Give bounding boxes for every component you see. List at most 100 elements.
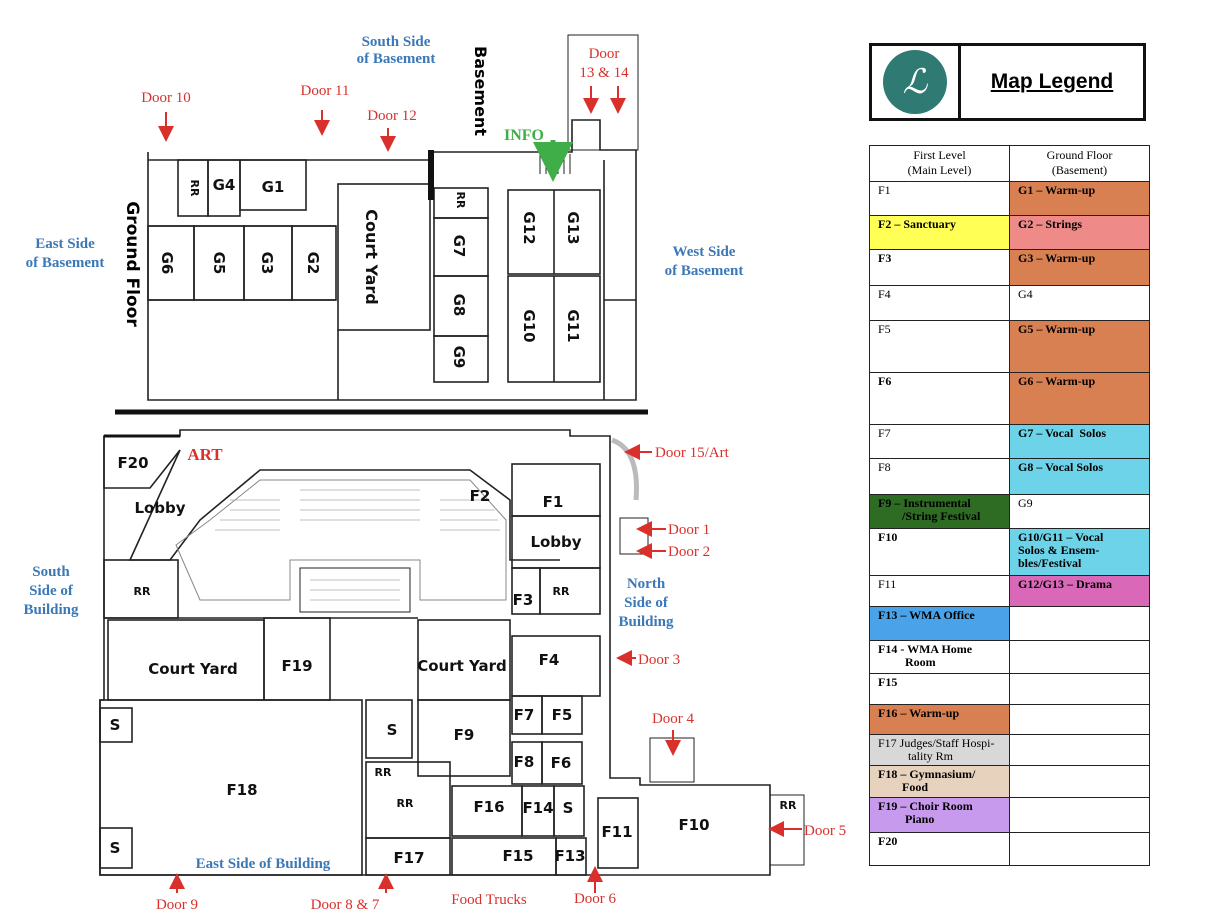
north-building-label-1: North (627, 576, 666, 592)
east-building-label: East Side of Building (196, 856, 331, 872)
legend-col-ground-floor: Ground Floor (Basement) (1009, 145, 1150, 182)
legend-cell-ground (1009, 673, 1150, 705)
door-10-label: Door 10 (141, 90, 191, 106)
door-15-label: Door 15/Art (655, 445, 730, 461)
door-6-label: Door 6 (574, 891, 617, 907)
north-building-label-3: Building (618, 614, 674, 630)
legend-cell-first: F10 (869, 528, 1010, 576)
legend-cell-ground: G3 – Warm-up (1009, 249, 1150, 286)
room-F15: F15 (502, 847, 533, 865)
food-trucks-label: Food Trucks (451, 892, 527, 908)
legend-row: F18 – Gymnasium/ Food (869, 765, 1150, 798)
stair-s-4: S (563, 799, 574, 817)
basement-label: Basement (471, 46, 490, 136)
south-building-label-3: Building (23, 602, 79, 618)
rr-basement-1: RR (188, 180, 201, 197)
legend-cell-ground: G1 – Warm-up (1009, 181, 1150, 216)
west-basement-label-1: West Side (673, 244, 736, 260)
ground-floor-label: Ground Floor (122, 201, 142, 327)
legend-cell-first: F7 (869, 424, 1010, 459)
legend-cell-first: F14 - WMA Home Room (869, 640, 1010, 674)
west-basement-label-2: of Basement (665, 263, 744, 279)
north-building-label-2: Side of (624, 595, 669, 611)
door-3-label: Door 3 (638, 652, 680, 668)
legend-cell-first: F17 Judges/Staff Hospi- tality Rm (869, 734, 1010, 766)
legend-title: Map Legend (990, 70, 1114, 93)
room-F6: F6 (551, 754, 572, 772)
room-G10: G10 (520, 309, 538, 342)
room-F14: F14 (522, 799, 553, 817)
room-G3: G3 (258, 252, 276, 275)
room-G4: G4 (213, 176, 236, 194)
legend-cell-ground (1009, 765, 1150, 798)
room-G12: G12 (520, 211, 538, 244)
south-building-label-2: Side of (29, 583, 74, 599)
legend-cell-ground (1009, 797, 1150, 833)
legend-cell-ground: G2 – Strings (1009, 215, 1150, 250)
courtyard-left: Court Yard (148, 660, 238, 678)
lobby-north: Lobby (530, 533, 581, 551)
room-F17: F17 (393, 849, 424, 867)
rr-f10: RR (780, 799, 797, 812)
legend-cell-first: F15 (869, 673, 1010, 705)
room-F20: F20 (117, 454, 148, 472)
room-F3: F3 (513, 591, 534, 609)
south-basement-label-1: South Side (362, 34, 431, 50)
legend-cell-first: F18 – Gymnasium/ Food (869, 765, 1010, 798)
room-G6: G6 (158, 252, 176, 275)
room-F10: F10 (678, 816, 709, 834)
legend-cell-ground: G8 – Vocal Solos (1009, 458, 1150, 495)
south-basement-label-2: of Basement (357, 51, 436, 67)
room-G5: G5 (210, 252, 228, 275)
legend-row: F20 (869, 832, 1150, 866)
rr-basement-2: RR (454, 192, 467, 209)
legend-cell-ground: G4 (1009, 285, 1150, 321)
door-1-label: Door 1 (668, 522, 710, 538)
door-4-label: Door 4 (652, 711, 695, 727)
legend-cell-first: F2 – Sanctuary (869, 215, 1010, 250)
legend-cell-first: F11 (869, 575, 1010, 607)
basement-plan (115, 34, 648, 415)
legend-table: First Level (Main Level) Ground Floor (B… (869, 145, 1150, 866)
legend-col-first-level: First Level (Main Level) (869, 145, 1010, 182)
info-label: INFO (504, 127, 544, 144)
first-level-plan (99, 429, 805, 876)
room-F2: F2 (470, 487, 491, 505)
courtyard-right: Court Yard (417, 657, 507, 675)
legend-cell-first: F13 – WMA Office (869, 606, 1010, 641)
room-F9: F9 (454, 726, 475, 744)
rr-south: RR (134, 585, 151, 598)
room-F5: F5 (552, 706, 573, 724)
rr-f17-2: RR (397, 797, 414, 810)
door-2-label: Door 2 (668, 544, 710, 560)
legend-cell-first: F4 (869, 285, 1010, 321)
stair-s-3: S (387, 721, 398, 739)
room-G2: G2 (304, 252, 322, 275)
south-building-label-1: South (32, 564, 70, 580)
lobby-south: Lobby (134, 499, 185, 517)
room-F8: F8 (514, 753, 535, 771)
floor-map: G4 G1 RR RR G6 G5 G3 G2 Court Yard G7 G8… (23, 34, 846, 913)
legend-cell-ground: G7 – Vocal Solos (1009, 424, 1150, 459)
stair-s-2: S (110, 839, 121, 857)
room-G13: G13 (564, 211, 582, 244)
logo-icon: ℒ (883, 50, 947, 114)
door-12-label: Door 12 (367, 108, 417, 124)
legend-row: F16 – Warm-up (869, 704, 1150, 735)
room-F11: F11 (601, 823, 632, 841)
door-11-label: Door 11 (300, 83, 349, 99)
legend-cell-ground: G6 – Warm-up (1009, 372, 1150, 425)
room-F1: F1 (543, 493, 564, 511)
room-G9: G9 (450, 346, 468, 369)
legend-row: F17 Judges/Staff Hospi- tality Rm (869, 734, 1150, 766)
east-basement-label-2: of Basement (26, 255, 105, 271)
legend-cell-ground: G10/G11 – Vocal Solos & Ensem- bles/Fest… (1009, 528, 1150, 576)
legend-cell-ground (1009, 640, 1150, 674)
